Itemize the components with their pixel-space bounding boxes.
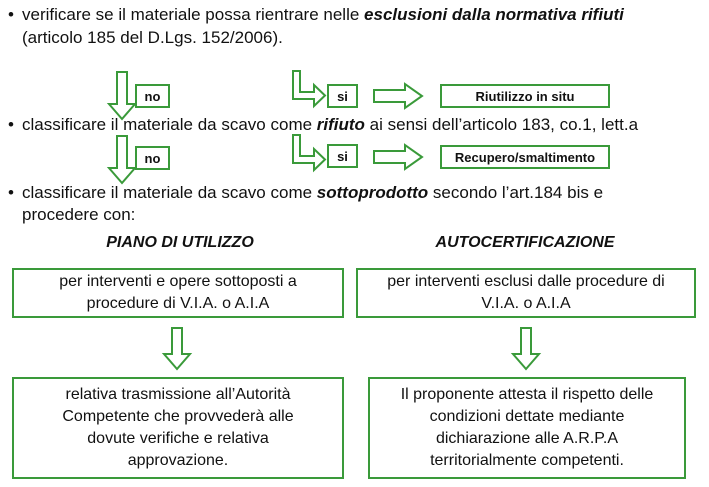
no-text: no [144,150,161,166]
right-outcome-box: Il proponente attesta il rispetto delle … [368,377,686,479]
left-outcome-line-3: dovute verifiche e relativa [87,430,269,447]
left-outcome-line-2: Competente che provvederà alle [62,408,294,425]
si-label-row-1: si [327,84,358,108]
no-text: no [144,88,161,104]
right-outcome-line-4: territorialmente competenti. [430,452,624,469]
down-arrow-icon [510,327,542,371]
right-outcome-line-3: dichiarazione alle A.R.P.A [435,430,619,447]
turn-right-arrow-icon [292,70,327,109]
left-condition-line-1: per interventi e opere sottoposti a [59,273,297,290]
left-outcome-line-1: relativa trasmissione all’Autorità [65,386,291,403]
right-arrow-icon [373,82,424,110]
bullet-2-emphasis: rifiuto [316,115,365,134]
left-outcome-line-4: approvazione. [127,452,229,469]
heading-piano-di-utilizzo: PIANO DI UTILIZZO [106,234,254,251]
right-outcome-line-1: Il proponente attesta il rispetto delle [400,386,654,403]
turn-right-arrow-icon [292,134,327,173]
no-label-row-1: no [135,84,170,108]
bullet-3-line-2: procedere con: [22,204,135,226]
result-box-riutilizzo: Riutilizzo in situ [440,84,610,108]
bullet-dot: • [8,183,14,202]
bullet-1-text-continued: (articolo 185 del D.Lgs. 152/2006). [22,28,283,47]
down-arrow-icon [106,135,138,185]
bullet-3-text-continued: procedere con: [22,205,136,224]
no-label-row-2: no [135,146,170,170]
result-text: Recupero/smaltimento [454,149,596,165]
si-text: si [337,88,348,104]
bullet-3-line-1: • classificare il materiale da scavo come… [8,182,603,204]
bullet-3-text-end: secondo l’art.184 bis e [428,183,604,202]
bullet-dot: • [8,115,14,134]
bullet-2-line: • classificare il materiale da scavo come… [8,114,638,136]
si-label-row-2: si [327,144,358,168]
down-arrow-icon [106,71,138,121]
bullet-3-text: classificare il materiale da scavo come [22,183,317,202]
bullet-1-line-1: • verificare se il materiale possa rientr… [8,4,624,26]
heading-autocertificazione: AUTOCERTIFICAZIONE [435,234,615,251]
left-condition-line-2: procedure di V.I.A. o A.I.A [86,295,270,312]
bullet-1-emphasis: esclusioni dalla normativa rifiuti [364,5,624,24]
right-condition-line-2: V.I.A. o A.I.A [481,295,571,312]
si-text: si [337,148,348,164]
right-condition-box: per interventi esclusi dalle procedure d… [356,268,696,318]
right-outcome-line-2: condizioni dettate mediante [429,408,625,425]
right-arrow-icon [373,143,424,171]
bullet-3-emphasis: sottoprodotto [316,183,429,202]
bullet-1-text: verificare se il materiale possa rientra… [22,5,365,24]
bullet-1-line-2: (articolo 185 del D.Lgs. 152/2006). [22,27,283,49]
result-box-recupero: Recupero/smaltimento [440,145,610,169]
bullet-2-text-end: ai sensi dell’articolo 183, co.1, lett.a [364,115,639,134]
bullet-dot: • [8,5,14,24]
down-arrow-icon [161,327,193,371]
bullet-2-text: classificare il materiale da scavo come [22,115,317,134]
left-condition-box: per interventi e opere sottoposti a proc… [12,268,344,318]
right-condition-line-1: per interventi esclusi dalle procedure d… [387,273,665,290]
left-outcome-box: relativa trasmissione all’Autorità Compe… [12,377,344,479]
result-text: Riutilizzo in situ [475,88,575,104]
